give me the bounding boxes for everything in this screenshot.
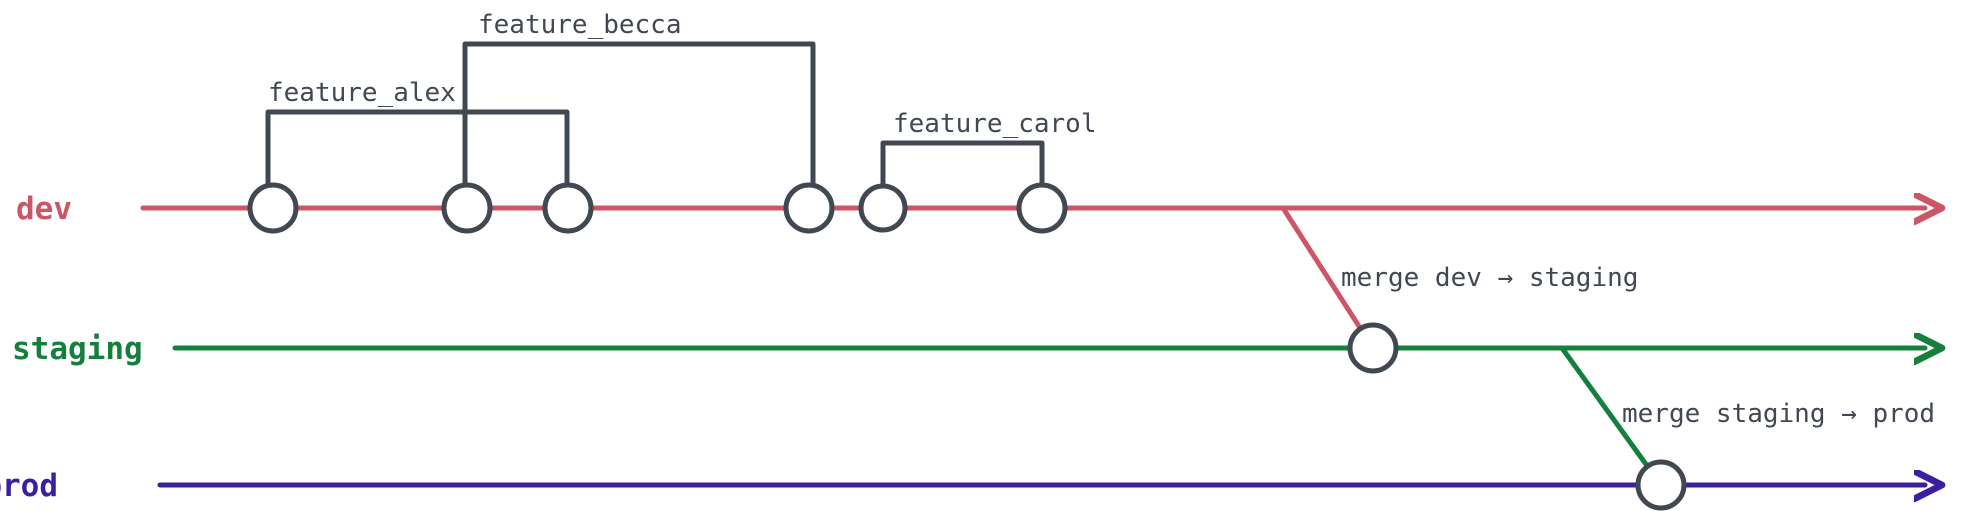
lane-label-staging: staging xyxy=(12,331,143,367)
branch-label-feature-becca: feature_becca xyxy=(478,10,682,40)
commit-node-dev-2[interactable] xyxy=(441,182,493,234)
merge-label-staging-prod: merge staging → prod xyxy=(1622,399,1935,429)
merge-line-dev-staging xyxy=(1280,205,1376,351)
merge-line-staging-prod xyxy=(1559,345,1664,488)
commit-node-dev-1[interactable] xyxy=(247,182,299,234)
branch-label-feature-carol: feature_carol xyxy=(893,109,1097,139)
commit-nodes-group xyxy=(247,182,1687,511)
commit-node-dev-5[interactable] xyxy=(858,183,908,233)
lane-label-dev: dev xyxy=(16,191,72,227)
commit-node-dev-4[interactable] xyxy=(783,182,835,234)
lane-label-prod: prod xyxy=(0,468,58,504)
merge-labels-group: merge dev → staging merge staging → prod xyxy=(1341,263,1935,429)
bracket-feature-becca xyxy=(462,41,816,211)
merge-label-dev-staging: merge dev → staging xyxy=(1341,263,1638,293)
bracket-feature-alex xyxy=(265,109,570,211)
lane-labels-group: dev staging prod xyxy=(0,191,143,504)
commit-node-prod-merge[interactable] xyxy=(1635,459,1687,511)
bracket-feature-carol xyxy=(880,140,1045,211)
commit-node-dev-6[interactable] xyxy=(1016,182,1068,234)
branch-labels-group: feature_alex feature_becca feature_carol xyxy=(268,10,1097,139)
lane-lines-group xyxy=(140,208,1925,485)
commit-node-staging-merge[interactable] xyxy=(1347,322,1399,374)
feature-brackets-group xyxy=(265,41,1045,211)
merge-lines-group xyxy=(1280,205,1664,488)
commit-node-dev-3[interactable] xyxy=(542,182,594,234)
branch-label-feature-alex: feature_alex xyxy=(268,78,456,108)
